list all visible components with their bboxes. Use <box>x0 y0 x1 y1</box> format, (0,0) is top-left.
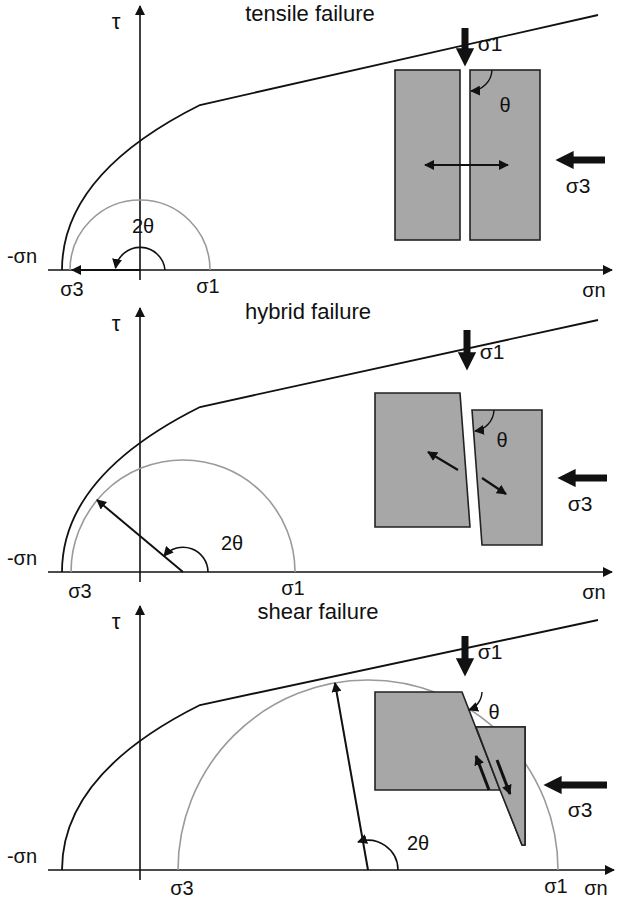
axis-label: σn <box>582 279 605 301</box>
hybrid-block <box>375 330 607 545</box>
angle-label: 2θ <box>132 215 154 237</box>
stress-label: σ3 <box>568 492 593 515</box>
shear-panel <box>48 606 614 880</box>
hybrid-panel <box>48 308 612 582</box>
panel-title: hybrid failure <box>245 300 371 324</box>
shear-block <box>375 636 607 845</box>
angle-label: 2θ <box>407 832 429 854</box>
angle-label: θ <box>499 94 510 116</box>
angle-label: 2θ <box>221 532 243 554</box>
angle-label: θ <box>496 429 507 451</box>
axis-label: -σn <box>7 845 37 867</box>
axis-label: σ1 <box>281 577 304 599</box>
panel-title: tensile failure <box>245 2 375 26</box>
stress-label: σ3 <box>568 798 593 821</box>
axis-label: τ <box>112 312 121 336</box>
axis-label: τ <box>112 10 121 34</box>
axis-label: σ1 <box>544 875 567 897</box>
tensile-block <box>395 28 605 240</box>
axis-label: σ1 <box>196 275 219 297</box>
axis-label: -σn <box>7 245 37 267</box>
stress-label: σ1 <box>480 340 505 363</box>
axis-label: σ3 <box>68 580 91 602</box>
angle-label: θ <box>488 701 499 723</box>
axis-label: σn <box>584 877 607 899</box>
axis-label: σ3 <box>170 877 193 899</box>
panel-title: shear failure <box>257 600 378 624</box>
axis-label: τ <box>112 610 121 634</box>
stress-label: σ1 <box>478 640 503 663</box>
stress-label: σ3 <box>566 174 591 197</box>
stress-label: σ1 <box>478 32 503 55</box>
axis-label: σn <box>582 581 605 603</box>
axis-label: -σn <box>7 547 37 569</box>
tensile-panel <box>48 6 612 280</box>
axis-label: σ3 <box>60 278 83 300</box>
